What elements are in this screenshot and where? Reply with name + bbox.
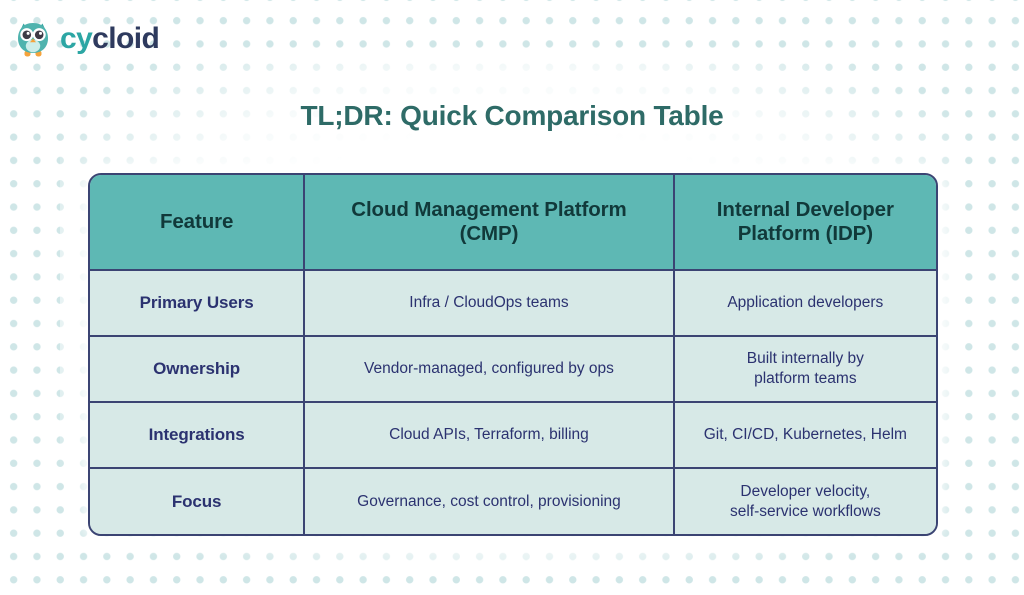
column-header-feature: Feature [90, 175, 306, 270]
cell-feature: Integrations [90, 402, 306, 468]
table-row: Integrations Cloud APIs, Terraform, bill… [90, 402, 936, 468]
column-header-idp: Internal Developer Platform (IDP) [673, 175, 936, 270]
comparison-table: Feature Cloud Management Platform (CMP) … [90, 175, 936, 534]
cell-idp-line1: Developer velocity, [740, 482, 871, 500]
column-header-idp-line1: Internal Developer [716, 197, 894, 221]
table-header: Feature Cloud Management Platform (CMP) … [90, 175, 936, 270]
column-header-cmp-line1: Cloud Management Platform [351, 197, 627, 221]
cell-cmp: Infra / CloudOps teams [304, 270, 675, 336]
cell-cmp: Cloud APIs, Terraform, billing [304, 402, 675, 468]
cell-idp-line1: Application developers [727, 294, 884, 312]
column-header-cmp-line2: (CMP) [459, 222, 519, 245]
owl-icon [18, 23, 48, 57]
cell-feature: Ownership [90, 336, 306, 402]
cell-idp-line1: Built internally by [746, 350, 864, 368]
cell-idp: Built internally by platform teams [673, 336, 936, 402]
comparison-table-container: Feature Cloud Management Platform (CMP) … [88, 173, 938, 536]
table-row: Ownership Vendor-managed, configured by … [90, 336, 936, 402]
cell-idp: Application developers [673, 270, 936, 336]
wordmark-cloid: cloid [92, 22, 160, 55]
table-row: Focus Governance, cost control, provisio… [90, 468, 936, 534]
cell-idp-line2: self-service workflows [729, 502, 881, 520]
wordmark-cy: cy [60, 22, 93, 55]
cell-idp-line1: Git, CI/CD, Kubernetes, Helm [703, 426, 907, 444]
cell-feature: Focus [90, 468, 306, 534]
cell-idp: Developer velocity, self-service workflo… [673, 468, 936, 534]
cycloid-logo: cycloid [15, 20, 160, 58]
cell-idp-line2: platform teams [754, 370, 857, 387]
cell-cmp: Governance, cost control, provisioning [304, 468, 675, 534]
table-body: Primary Users Infra / CloudOps teams App… [90, 270, 936, 534]
table-row: Primary Users Infra / CloudOps teams App… [90, 270, 936, 336]
page-title: TL;DR: Quick Comparison Table [300, 100, 724, 131]
cycloid-wordmark: cycloid [60, 22, 160, 55]
cell-feature: Primary Users [90, 270, 306, 336]
column-header-idp-line2: Platform (IDP) [737, 222, 873, 245]
column-header-cmp: Cloud Management Platform (CMP) [304, 175, 675, 270]
table-header-row: Feature Cloud Management Platform (CMP) … [90, 175, 936, 270]
cell-idp: Git, CI/CD, Kubernetes, Helm [673, 402, 936, 468]
cell-cmp: Vendor-managed, configured by ops [304, 336, 675, 402]
